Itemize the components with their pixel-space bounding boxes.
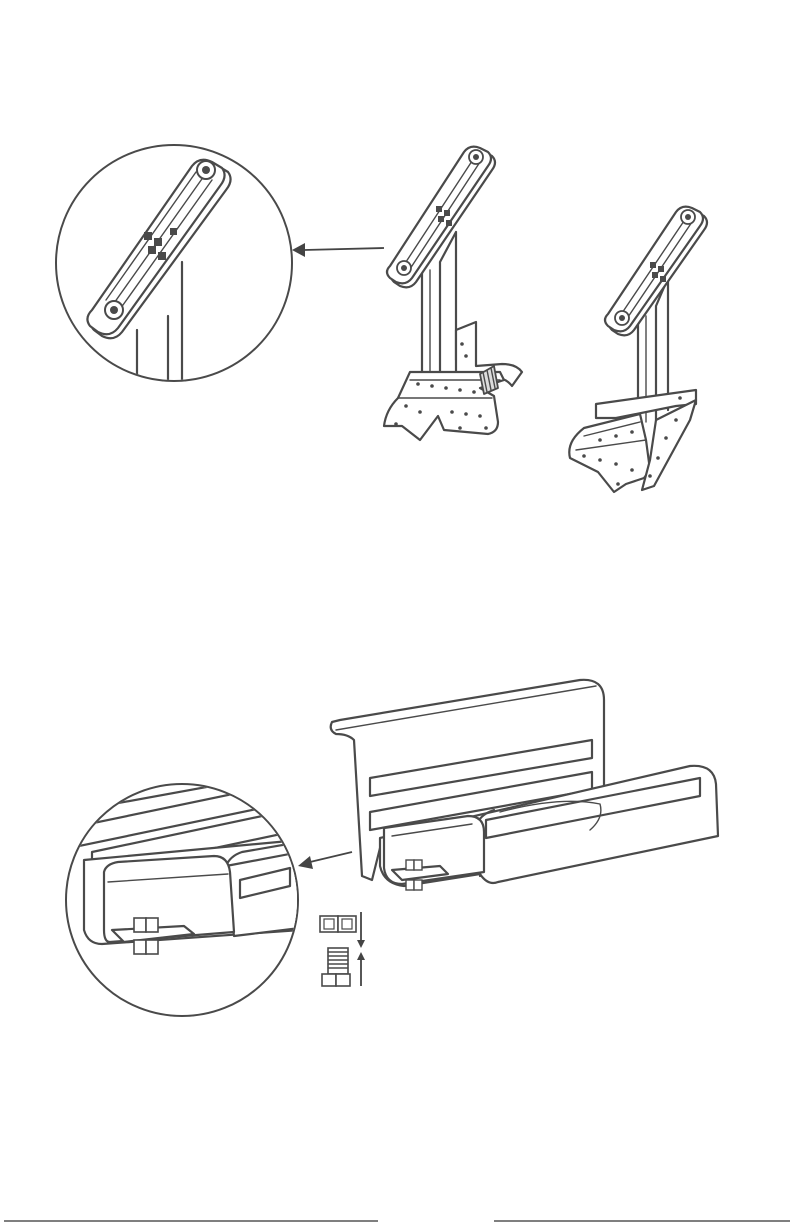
figure-cpu-holder <box>0 660 793 1220</box>
leg-stand-left-icon <box>384 147 522 440</box>
nut-icon <box>320 916 356 932</box>
footer-rules <box>0 1215 793 1225</box>
cpu-holder-icon <box>331 680 718 890</box>
pointer-arrow-icon <box>292 243 384 257</box>
leg-stand-right-icon <box>569 207 707 492</box>
figure-leg-mounting <box>0 0 793 520</box>
bolt-icon <box>322 948 350 986</box>
detail-zoom-circle-icon <box>60 770 300 1016</box>
detail-zoom-circle-icon <box>56 145 292 400</box>
insert-arrows-icon <box>357 912 365 986</box>
pointer-arrow-icon <box>298 852 352 869</box>
